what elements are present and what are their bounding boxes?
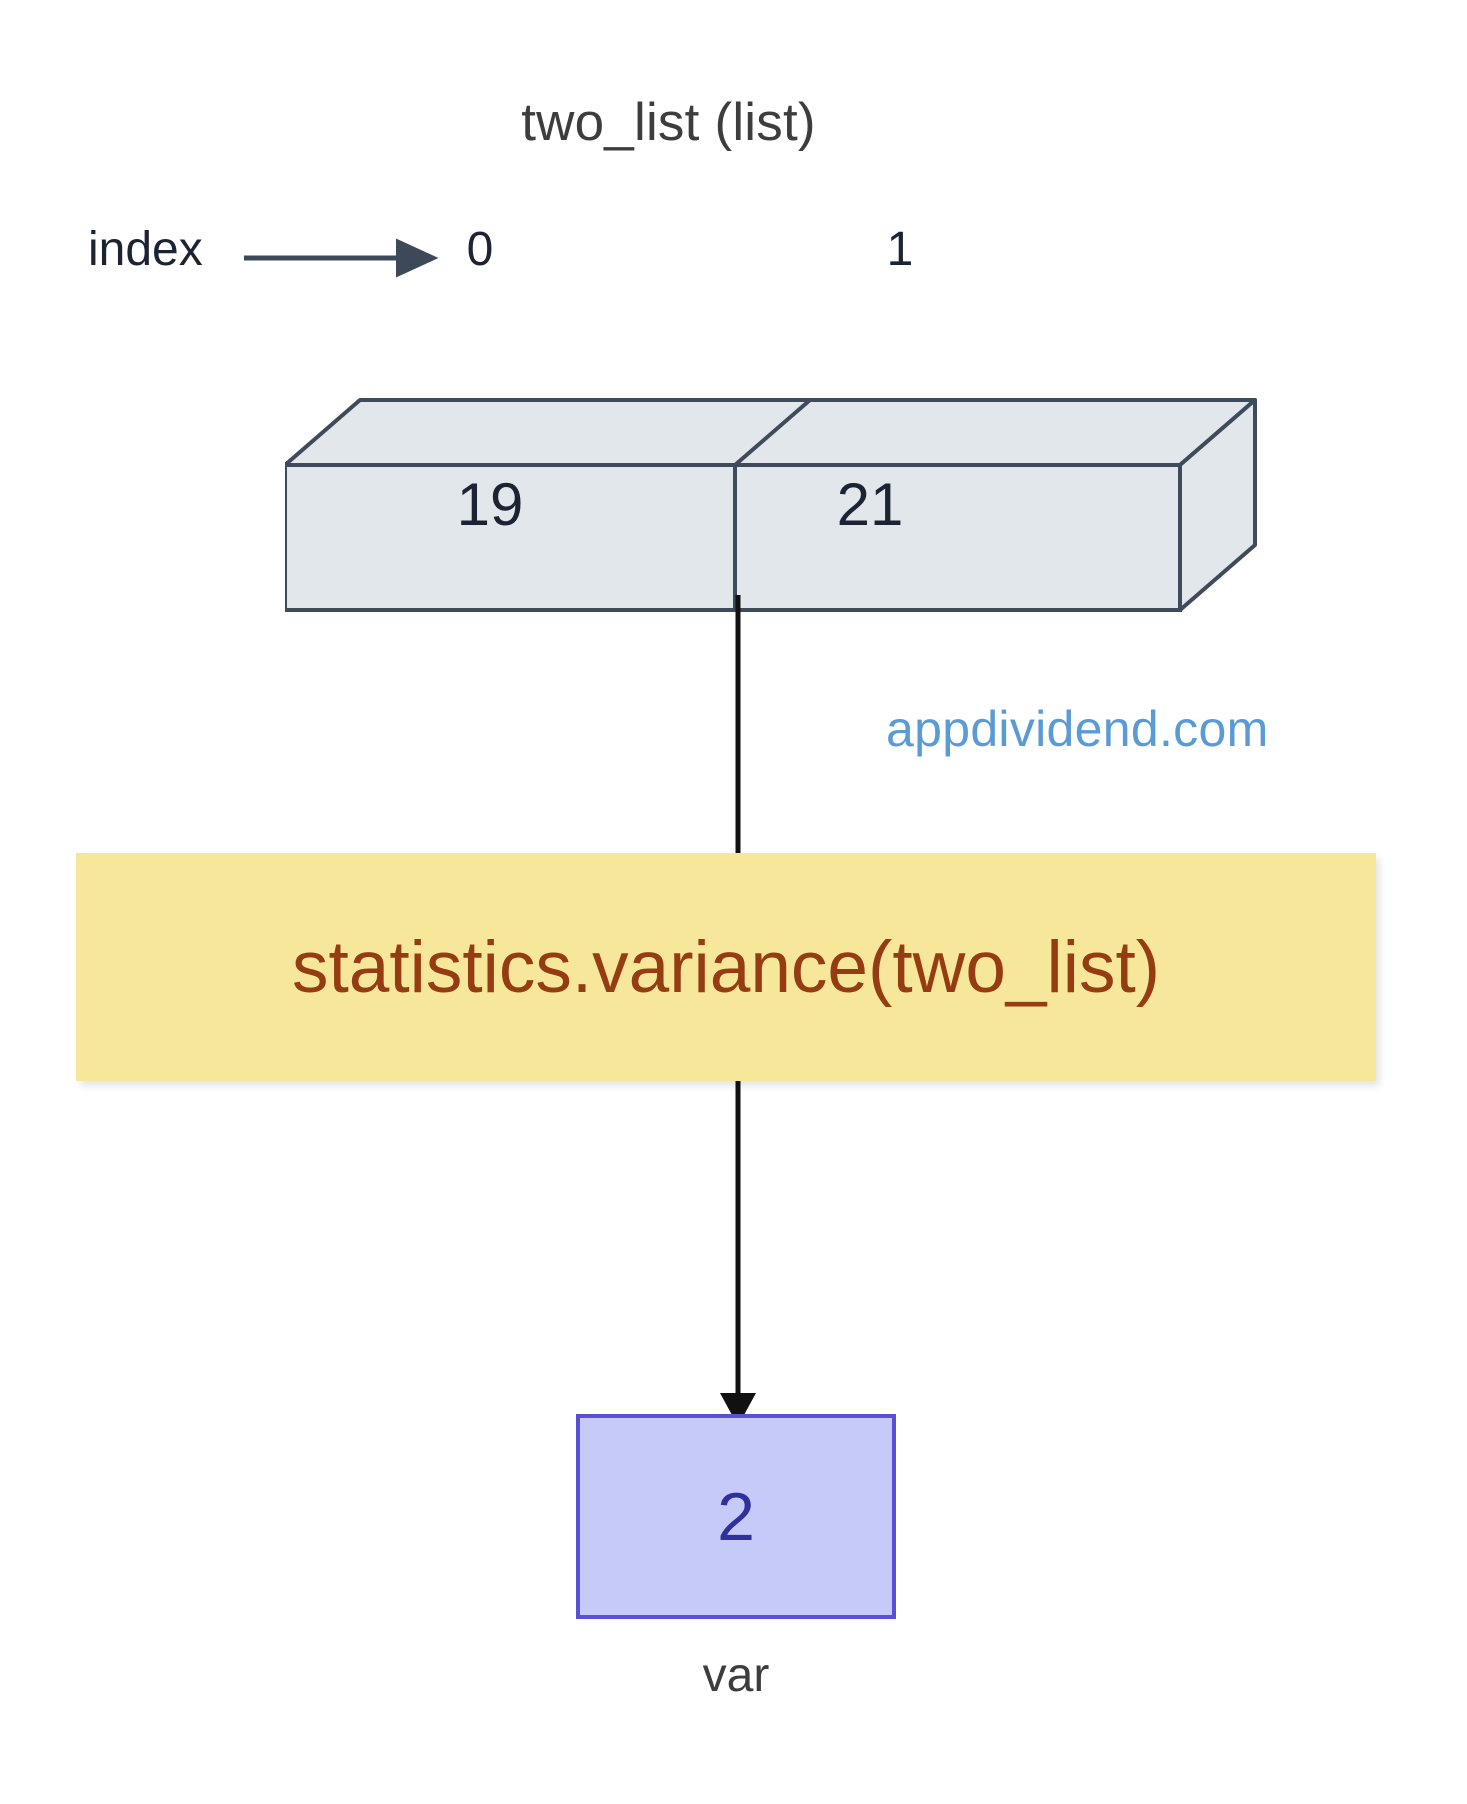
watermark: appdividend.com	[886, 701, 1269, 757]
connector-array-to-call	[735, 595, 741, 870]
list-cell-value-1: 21	[836, 471, 904, 538]
function-call-text: statistics.variance(two_list)	[291, 926, 1161, 1008]
index-number-0: 0	[466, 223, 494, 276]
result-variable-label: var	[702, 1649, 770, 1702]
index-number-1: 1	[886, 223, 914, 276]
page-title: two_list (list)	[521, 93, 816, 152]
result-value: 2	[717, 1478, 755, 1555]
connector-call-to-result	[720, 1081, 756, 1426]
index-label: index	[88, 223, 203, 276]
result-value-box: 2	[576, 1414, 896, 1619]
list-cell-value-0: 19	[456, 471, 524, 538]
function-call-box: statistics.variance(two_list)	[76, 853, 1376, 1081]
index-arrow-icon	[244, 238, 439, 278]
list-box-3d	[285, 398, 1257, 612]
